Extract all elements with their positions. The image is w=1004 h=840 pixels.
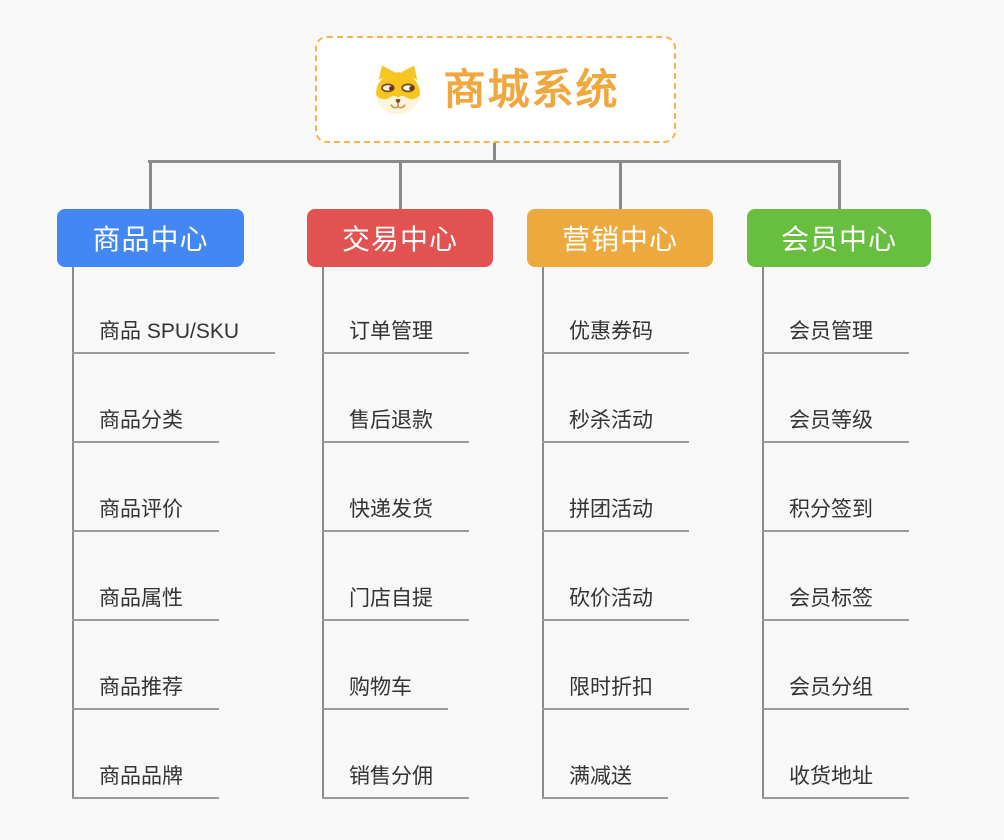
leaf-node[interactable]: 收货地址: [762, 759, 909, 799]
root-topic-label: 商城系统: [443, 65, 620, 113]
leaf-node[interactable]: 优惠券码: [542, 314, 689, 354]
leaf-node[interactable]: 商品推荐: [72, 670, 219, 710]
leaf-node[interactable]: 商品品牌: [72, 759, 219, 799]
leaf-node[interactable]: 会员标签: [762, 581, 909, 621]
leaf-node[interactable]: 积分签到: [762, 492, 909, 532]
leaf-node[interactable]: 门店自提: [322, 581, 469, 621]
branch-rail-line: [148, 160, 840, 163]
leaf-node[interactable]: 满减送: [542, 759, 668, 799]
leaf-node[interactable]: 购物车: [322, 670, 448, 710]
leaf-node[interactable]: 商品属性: [72, 581, 219, 621]
root-stem-line: [493, 143, 496, 162]
branch-drop-line: [149, 160, 152, 211]
branch-drop-line: [618, 160, 622, 211]
leaf-node[interactable]: 订单管理: [322, 314, 469, 354]
branch-drop-line: [837, 160, 841, 211]
branch-drop-line: [398, 160, 402, 211]
leaf-node[interactable]: 商品评价: [72, 492, 219, 532]
leaf-node[interactable]: 限时折扣: [542, 670, 689, 710]
branch-node-1[interactable]: 商品中心: [57, 209, 244, 267]
leaf-node[interactable]: 快递发货: [322, 492, 469, 532]
leaf-node[interactable]: 销售分佣: [322, 759, 469, 799]
leaf-node[interactable]: 会员分组: [762, 670, 909, 710]
leaf-node[interactable]: 会员管理: [762, 314, 909, 354]
leaf-node[interactable]: 拼团活动: [542, 492, 689, 532]
leaf-node[interactable]: 砍价活动: [542, 581, 689, 621]
leaf-node[interactable]: 商品 SPU/SKU: [72, 314, 276, 354]
root-node[interactable]: 商城系统: [315, 36, 676, 143]
leaf-node[interactable]: 商品分类: [72, 403, 219, 443]
branch-node-3[interactable]: 营销中心: [527, 209, 713, 267]
branch-trunk-line: [542, 267, 544, 799]
leaf-node[interactable]: 会员等级: [762, 403, 909, 443]
branch-node-4[interactable]: 会员中心: [747, 209, 931, 267]
branch-trunk-line: [72, 267, 74, 799]
branch-trunk-line: [762, 267, 764, 799]
branch-node-2[interactable]: 交易中心: [307, 209, 493, 267]
shiba-dog-icon: [371, 63, 425, 117]
branch-trunk-line: [322, 267, 324, 799]
leaf-node[interactable]: 秒杀活动: [542, 403, 689, 443]
leaf-node[interactable]: 售后退款: [322, 403, 469, 443]
